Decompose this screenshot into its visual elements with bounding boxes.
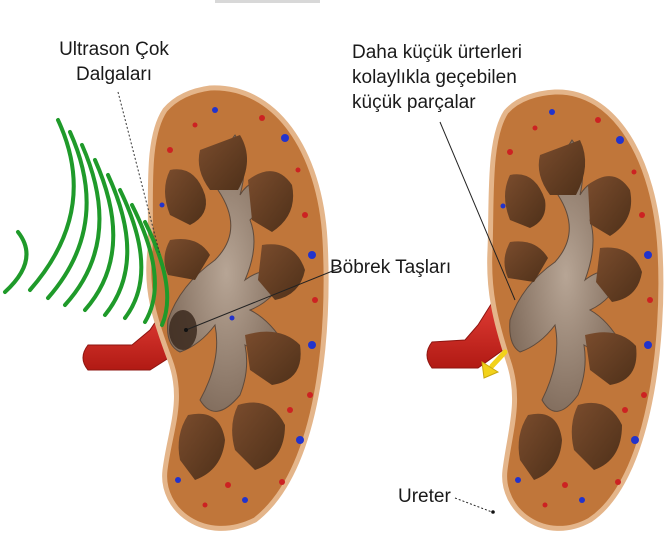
label-line: kolaylıkla geçebilen (352, 67, 517, 88)
ureter-label: Ureter (398, 486, 451, 507)
right-artery-icon (426, 288, 511, 369)
label-line: küçük parçalar (352, 92, 476, 113)
ultrasound-wave-icon (3, 118, 170, 327)
top-divider (215, 0, 320, 3)
left-pyramid (178, 413, 225, 480)
left-pyramid (245, 331, 301, 385)
right-pyramid (571, 402, 622, 470)
fragment-arrow-icon (481, 349, 508, 379)
ultrasound-leader-line (117, 91, 161, 256)
right-kidney-group (426, 89, 664, 531)
right-pyramid (588, 176, 632, 236)
label-line: Daha küçük ürterleri (352, 42, 523, 63)
left-pyramid (198, 135, 248, 190)
kidney-stones-label: Böbrek Taşları (330, 257, 452, 278)
right-pyramid (596, 247, 642, 302)
right-pyramid (505, 174, 546, 228)
stones-leader-line (185, 267, 341, 331)
right-vessel-dots (500, 109, 653, 508)
left-pyramid (248, 171, 294, 232)
ureter-leader-line (454, 497, 493, 513)
left-pyramid (164, 239, 210, 280)
right-pyramid (585, 332, 637, 385)
left-kidney-group (3, 85, 341, 531)
ultrasound-waves-label: Ultrason Çok Dalgaları (40, 37, 188, 87)
left-pyramid (232, 402, 285, 470)
small-fragments-label: Daha küçük ürterleri kolaylıkla geçebile… (352, 40, 522, 115)
left-artery-icon (82, 298, 179, 371)
label-line: Dalgaları (75, 64, 153, 85)
left-vessel-dots (159, 107, 318, 508)
right-pyramid (518, 413, 562, 480)
right-pyramid (538, 140, 586, 195)
left-pyramid (165, 169, 206, 225)
label-line: Ultrason Çok (59, 39, 169, 60)
right-pyramid (504, 241, 548, 282)
left-kidney-stone (169, 310, 197, 350)
fragments-leader-line (439, 121, 516, 301)
left-pyramid (258, 244, 305, 300)
